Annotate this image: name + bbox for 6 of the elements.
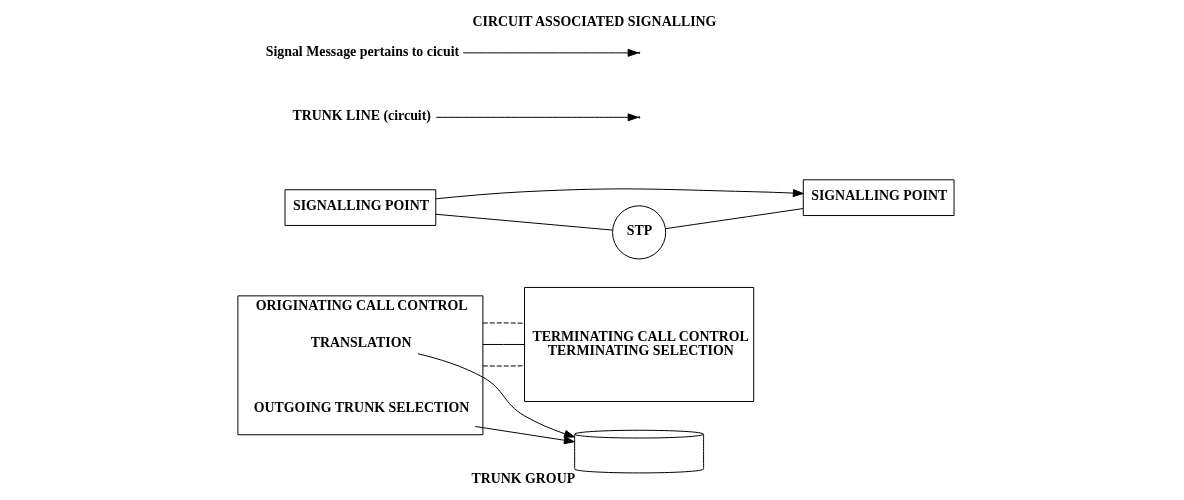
node-label: TRUNK GROUP bbox=[471, 471, 576, 487]
node-text: TRANSLATION bbox=[310, 335, 412, 351]
node-text: OUTGOING TRUNK SELECTION bbox=[253, 399, 470, 415]
node-text: Signal Message pertains to cicuit bbox=[265, 43, 460, 59]
diagram-title: CIRCUIT ASSOCIATED SIGNALLING bbox=[472, 14, 717, 30]
node-text: TRUNK LINE (circuit) bbox=[292, 108, 431, 124]
